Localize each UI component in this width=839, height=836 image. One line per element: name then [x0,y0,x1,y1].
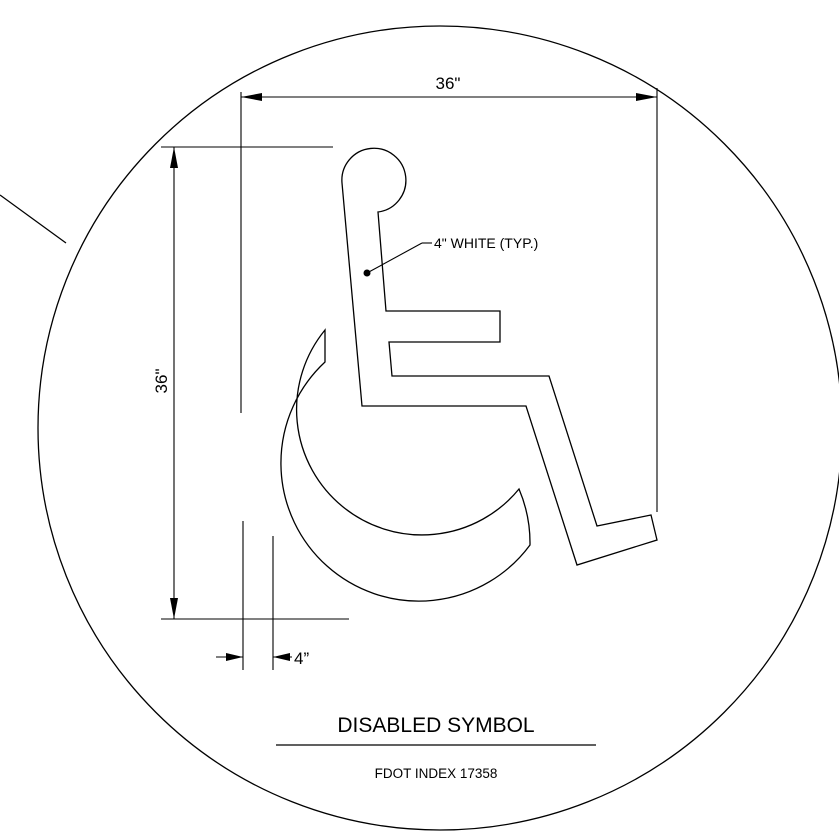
wheelchair-body-outline [341,147,658,566]
stroke-width-dimension-label: 4” [294,649,309,668]
stroke-width-dimension [216,521,292,670]
width-dimension-label: 36" [436,74,461,93]
wheelchair-symbol [280,147,658,602]
title-text: DISABLED SYMBOL [337,714,534,737]
height-dimension-label: 36" [152,369,171,394]
width-arrow-left [241,93,262,101]
height-dimension [161,146,349,620]
detail-leader-line [0,194,67,244]
width-dimension [240,88,658,512]
width-arrow-right [636,93,657,101]
wheelchair-wheel-outline [280,328,531,602]
callout-label: 4" WHITE (TYP.) [434,235,538,251]
stroke-arrow-right [273,653,290,661]
subtitle-text: FDOT INDEX 17358 [375,766,498,781]
height-arrow-top [170,147,178,168]
callout-leader-line [366,242,423,274]
detail-circle [37,25,839,831]
stroke-arrow-left [226,653,243,661]
height-arrow-bottom [170,598,178,619]
